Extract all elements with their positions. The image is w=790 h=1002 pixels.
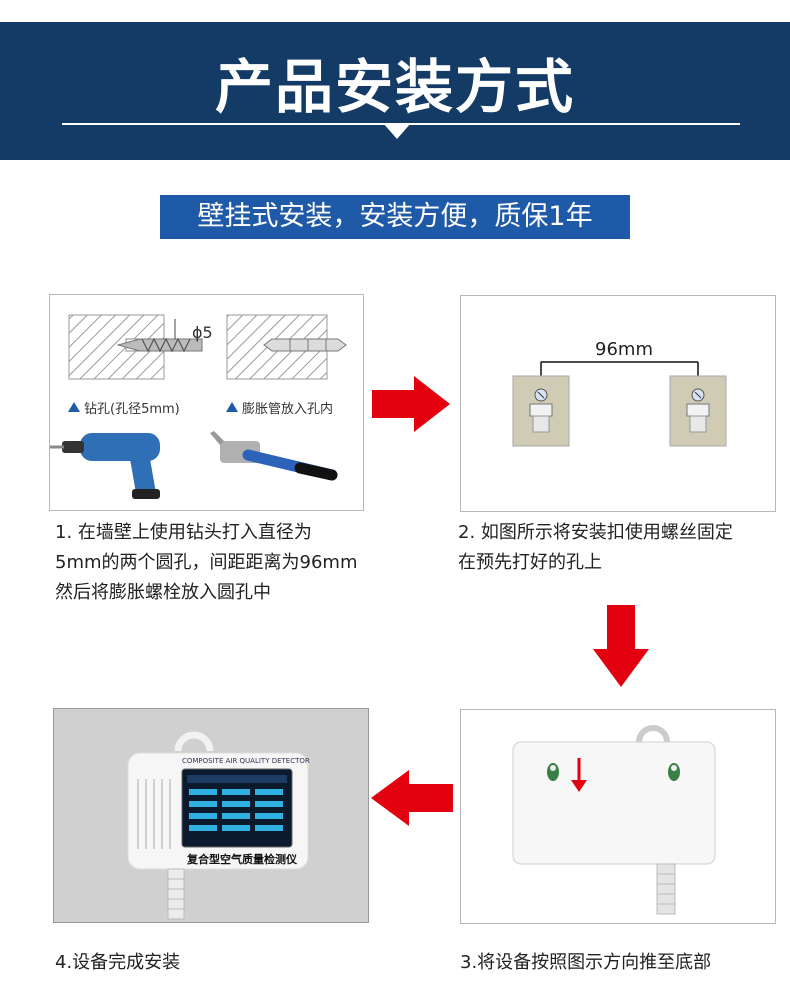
step4-panel: COMPOSITE AIR QUALITY DETECTOR 复合型空气质量检测… [53, 708, 369, 923]
step1-caption: 1. 在墙壁上使用钻头打入直径为 5mm的两个圆孔，间距距离为96mm 然后将膨… [55, 522, 358, 603]
bracket-right-icon [669, 375, 727, 447]
device-name: 复合型空气质量检测仪 [187, 853, 297, 866]
header-notch-icon [383, 123, 411, 139]
device-brand: COMPOSITE AIR QUALITY DETECTOR [182, 757, 310, 765]
device-screen [181, 768, 293, 848]
page-header: 产品安装方式 [0, 22, 790, 160]
drill-label: 钻孔(孔径5mm) [84, 402, 180, 417]
step4-caption: 4.设备完成安装 [55, 952, 181, 973]
sensor-probe-icon [656, 863, 676, 915]
diameter-mark: ϕ5 [192, 323, 213, 342]
page-title: 产品安装方式 [214, 53, 575, 121]
left-arrow-icon [371, 770, 453, 826]
anchor-label: 膨胀管放入孔内 [242, 402, 334, 417]
step2-panel: 96mm [460, 295, 776, 512]
drill-icon [50, 433, 160, 499]
step2-caption: 2. 如图所示将安装扣使用螺丝固定 在预先打好的孔上 [458, 522, 733, 573]
sensor-probe-icon [167, 868, 185, 920]
step2-illustration [512, 361, 727, 447]
down-arrow-icon [571, 758, 587, 792]
spacing-label: 96mm [595, 339, 653, 360]
down-arrow-icon [593, 605, 649, 687]
step3-illustration [512, 725, 716, 915]
right-arrow-icon [372, 376, 450, 432]
step1-panel: ϕ5 钻孔(孔径5mm) 膨胀管放入孔内 [49, 294, 364, 511]
subtitle-banner: 壁挂式安装，安装方便，质保1年 [160, 195, 630, 239]
step4-illustration [127, 731, 309, 920]
hammer-icon [210, 431, 338, 481]
step1-illustration [50, 314, 347, 499]
bracket-left-icon [512, 375, 570, 447]
step3-panel [460, 709, 776, 924]
step3-caption: 3.将设备按照图示方向推至底部 [460, 952, 712, 973]
